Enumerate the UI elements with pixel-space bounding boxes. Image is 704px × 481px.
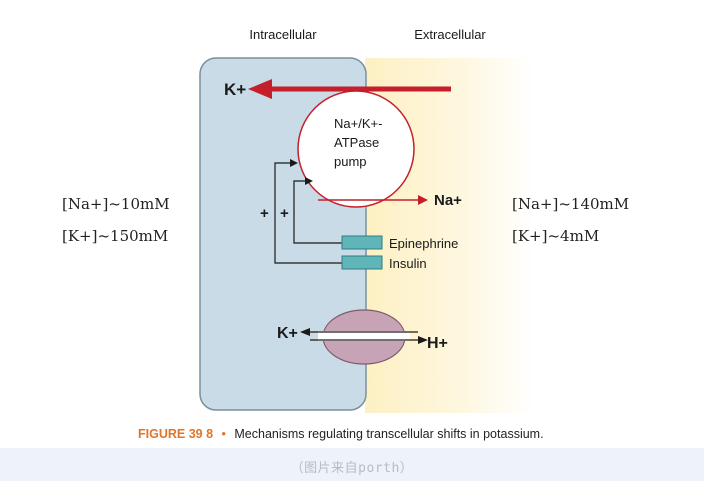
epinephrine-pathway-arrowhead bbox=[305, 177, 313, 185]
k-influx-arrowhead bbox=[248, 79, 272, 99]
epinephrine-pathway-line bbox=[293, 180, 342, 244]
pump-label-line3: pump bbox=[334, 154, 367, 169]
na-k-atpase-pump bbox=[297, 90, 415, 208]
plus-sign-left: + bbox=[260, 205, 269, 222]
extracellular-label: Extracellular bbox=[414, 27, 486, 42]
h-exchange-label: H+ bbox=[427, 335, 448, 352]
extracellular-na-concentration: [Na+]~140mM bbox=[512, 195, 629, 213]
k-exchange-arrowhead bbox=[300, 328, 310, 336]
footer-bar bbox=[0, 448, 704, 481]
k-top-label: K+ bbox=[224, 80, 246, 99]
plus-sign-right: + bbox=[280, 205, 289, 222]
potassium-shift-diagram: Intracellular Extracellular K+ Na+/K+- A… bbox=[62, 27, 629, 441]
insulin-label: Insulin bbox=[389, 256, 427, 271]
figure-caption: FIGURE 39 8 • Mechanisms regulating tran… bbox=[138, 427, 544, 441]
antiporter-channel bbox=[318, 331, 410, 341]
extracellular-k-concentration: [K+]~4mM bbox=[512, 227, 599, 245]
k-exchange-label: K+ bbox=[277, 325, 298, 342]
h-exchange-arrowhead bbox=[418, 336, 428, 344]
na-efflux-arrowhead bbox=[418, 195, 428, 205]
pump-label-line2: ATPase bbox=[334, 135, 379, 150]
intracellular-k-concentration: [K+]~150mM bbox=[62, 227, 168, 245]
insulin-pathway-line bbox=[274, 162, 342, 264]
pump-label-line1: Na+/K+- bbox=[334, 116, 382, 131]
intracellular-label: Intracellular bbox=[249, 27, 317, 42]
source-note: （图片来自porth） bbox=[290, 461, 414, 476]
epinephrine-receptor bbox=[341, 235, 383, 250]
caption-bullet: • bbox=[222, 427, 226, 441]
caption-text: Mechanisms regulating transcellular shif… bbox=[234, 427, 543, 441]
figure-number: FIGURE 39 8 bbox=[138, 427, 213, 441]
insulin-pathway-arrowhead bbox=[290, 159, 298, 167]
intracellular-na-concentration: [Na+]~10mM bbox=[62, 195, 170, 213]
na-out-label: Na+ bbox=[434, 192, 462, 209]
insulin-receptor bbox=[341, 255, 383, 270]
epinephrine-label: Epinephrine bbox=[389, 236, 458, 251]
